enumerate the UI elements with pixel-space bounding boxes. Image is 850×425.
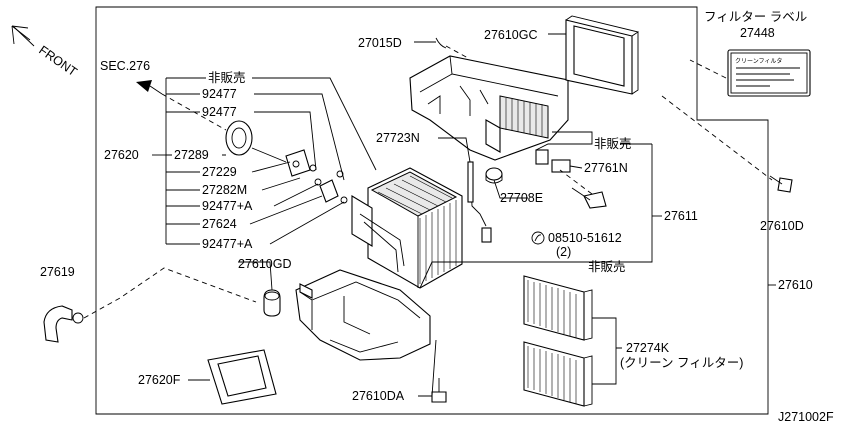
- front-label: FRONT: [36, 43, 80, 79]
- block-27624: [319, 179, 339, 203]
- label-not-for-sale-3: 非販売: [588, 259, 626, 274]
- sensor-27723N: [467, 149, 492, 243]
- label-27610DA: 27610DA: [352, 389, 405, 403]
- label-27610D: 27610D: [760, 219, 804, 233]
- label-92477A-1: 92477+A: [202, 199, 253, 213]
- clean-filter-lower: [523, 341, 593, 407]
- upper-case: [409, 55, 569, 161]
- front-arrow-icon: [11, 25, 35, 47]
- clip-27708E: [485, 167, 503, 184]
- label-27708E: 27708E: [500, 191, 543, 205]
- label-27229: 27229: [202, 165, 237, 179]
- grommet-27610GD: [263, 289, 281, 317]
- drain-hose-27619: [43, 305, 84, 343]
- bolt-27610D: [769, 175, 793, 193]
- clean-filter-upper: [523, 275, 593, 341]
- filter-label-card-text: クリーンフィルタ: [735, 57, 782, 65]
- label-27289: 27289: [174, 148, 209, 162]
- leaders-right: [188, 33, 776, 397]
- label-27282M: 27282M: [202, 183, 247, 197]
- label-27620: 27620: [104, 148, 139, 162]
- label-27610GC: 27610GC: [484, 28, 538, 42]
- label-27723N: 27723N: [376, 131, 420, 145]
- connector-27761N: [535, 149, 571, 173]
- label-27620F: 27620F: [138, 373, 181, 387]
- label-not-for-sale-1: 非販売: [208, 70, 246, 85]
- bolt-27610DA: [431, 378, 447, 403]
- label-27274K: 27274K: [626, 341, 670, 355]
- grommet-27289: [225, 120, 253, 156]
- section-arrow-icon: [136, 80, 163, 95]
- label-27610: 27610: [778, 278, 813, 292]
- label-27274K-desc: (クリーン フィルター): [620, 356, 743, 370]
- section-ref: SEC.276: [100, 59, 150, 73]
- evaporator-core: [351, 167, 463, 289]
- label-08510: 08510-51612: [548, 231, 622, 245]
- label-27610GD: 27610GD: [238, 257, 292, 271]
- diagram-id: J271002F: [778, 410, 834, 424]
- filter-frame-bottom: [207, 349, 277, 405]
- label-27619: 27619: [40, 265, 75, 279]
- lower-case: [295, 269, 431, 361]
- label-27761N: 27761N: [584, 161, 628, 175]
- filter-label-title: フィルター ラベル: [704, 10, 807, 24]
- seal-27015D: [435, 37, 447, 49]
- label-92477-a: 92477: [202, 87, 237, 101]
- bolt-08510: [571, 187, 607, 209]
- filter-label-partno: 27448: [740, 26, 775, 40]
- filter-label-card: クリーンフィルタ: [727, 49, 811, 97]
- label-92477A-2: 92477+A: [202, 237, 253, 251]
- dashed-leaders: [83, 45, 773, 319]
- screw-symbol-icon: [531, 231, 545, 245]
- label-92477-b: 92477: [202, 105, 237, 119]
- label-27624: 27624: [202, 217, 237, 231]
- assembly-frame: [95, 6, 769, 415]
- leaders-left: [152, 77, 377, 245]
- label-not-for-sale-2: 非販売: [594, 136, 632, 151]
- valve-27229: [251, 147, 311, 177]
- label-08510-qty: (2): [556, 245, 571, 259]
- filter-frame-top: [565, 15, 640, 95]
- label-27611: 27611: [664, 209, 698, 223]
- label-27015D: 27015D: [358, 36, 402, 50]
